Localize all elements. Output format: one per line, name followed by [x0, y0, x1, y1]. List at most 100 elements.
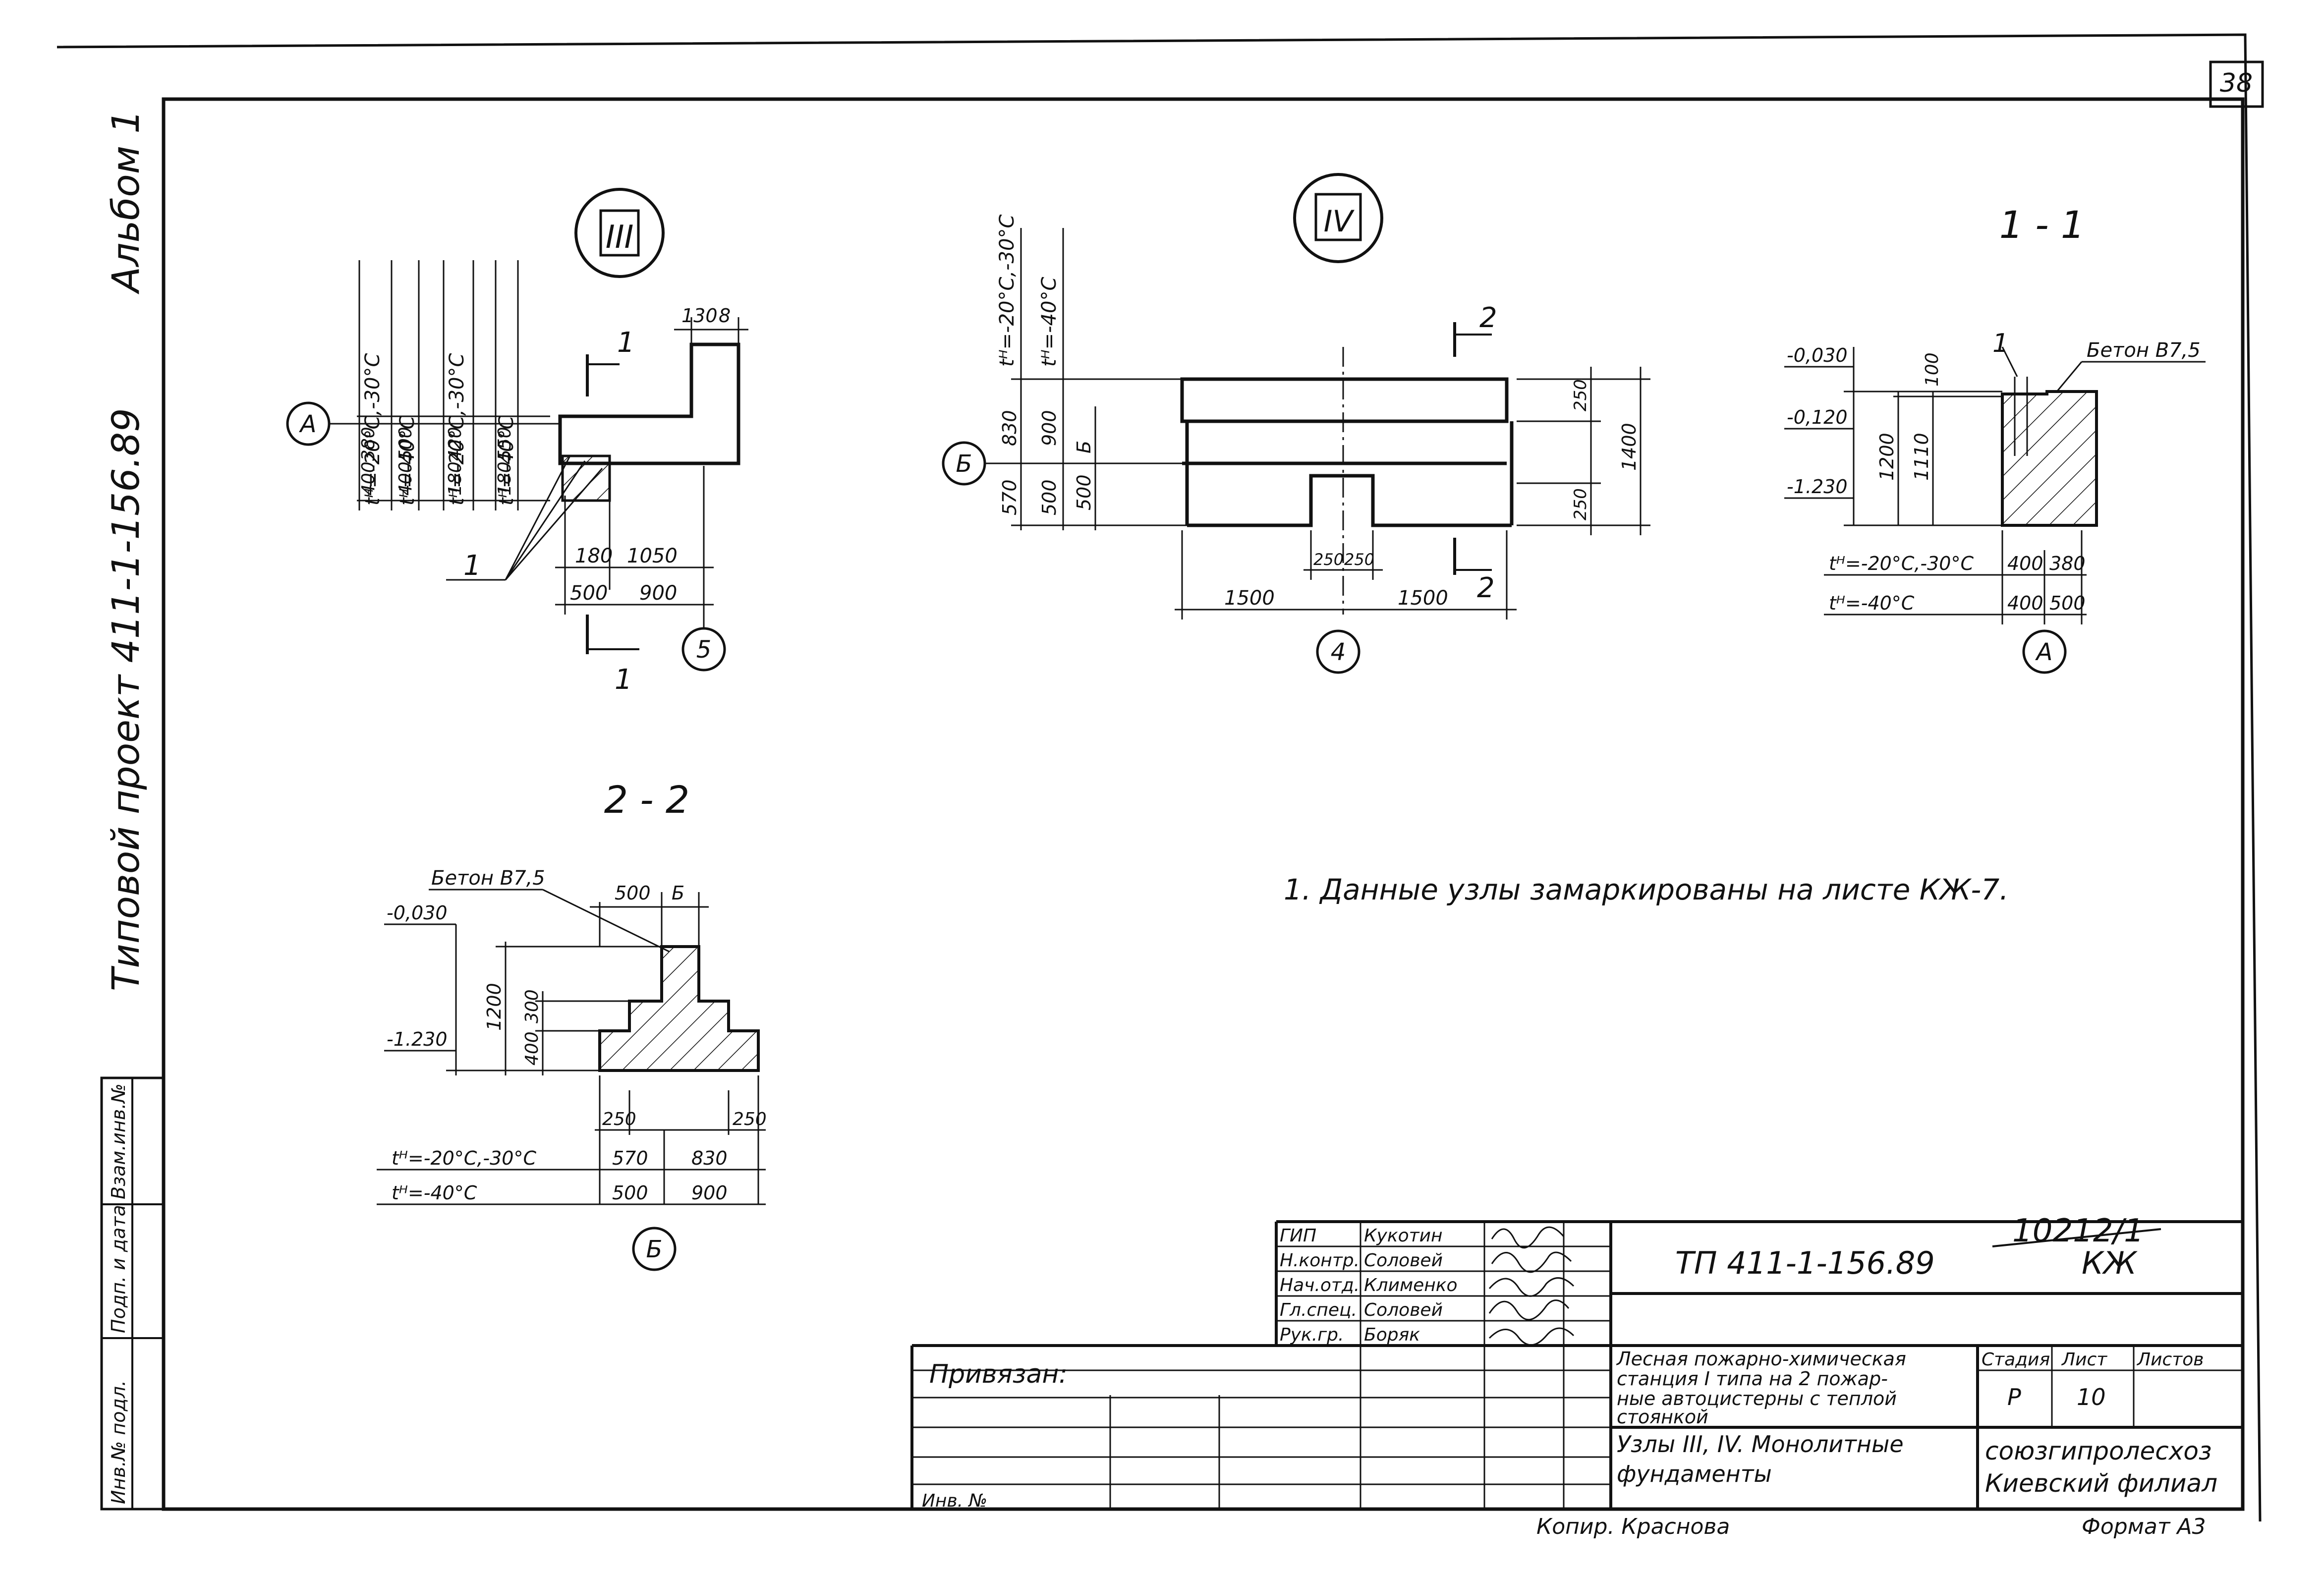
section-2-2-axis-B: Б — [646, 1236, 663, 1263]
node-IV-temp-1: tᴴ=-20°C,-30°C — [996, 215, 1019, 367]
object-name-line: ные автоцистерны с теплой — [1617, 1388, 1897, 1409]
level-mark: -1.230 — [1787, 476, 1848, 498]
org-line: союзгипролесхоз — [1985, 1437, 2212, 1465]
node-IV-dim-1500-right: 1500 — [1398, 587, 1448, 610]
sheet-title-line: фундаменты — [1617, 1461, 1772, 1487]
sheet-title-line: Узлы III, IV. Монолитные — [1617, 1431, 1904, 1458]
node-IV-marker-circle — [1293, 173, 1383, 263]
org-line: Киевский филиал — [1985, 1469, 2217, 1498]
level-mark: -0,030 — [387, 902, 448, 924]
section-1-1-temp-row-2: tᴴ=-40°C — [1829, 592, 1915, 614]
node-IV-dim-1400: 1400 — [1618, 423, 1640, 471]
copied-by: Копир. Краснова — [1536, 1514, 1730, 1539]
section-2-2-temp-row-1: tᴴ=-20°C,-30°C — [392, 1147, 536, 1169]
stamp-inv-no: Инв.№ подл. — [108, 1380, 129, 1504]
title-block: 10212/1 — [910, 1213, 2243, 1539]
axis-B-label: Б — [956, 450, 972, 478]
outer-frame — [57, 33, 2262, 1522]
node-III-temp-3: tᴴ=-20°C,-30°C — [446, 353, 468, 506]
section-2-2-temp-row-2: tᴴ=-40°C — [392, 1182, 477, 1204]
signature-scribbles — [1488, 1226, 1575, 1346]
privyazan-label: Привязан: — [929, 1359, 1068, 1389]
node-IV-section-mark-top: 2 — [1479, 302, 1497, 334]
left-stamp-strip: Инв.№ подл. Подп. и дата Взам.инв.№ — [100, 1076, 165, 1511]
section-1-1-title: 1 - 1 — [1999, 203, 2085, 247]
axis-5-label: 5 — [696, 636, 712, 664]
section-2-2-step-250-right: 250 — [733, 1109, 767, 1129]
section-2-2-axis-B-circle — [632, 1227, 677, 1271]
node-III-marker-circle — [574, 188, 665, 278]
section-2-2-dim-500: 500 — [615, 882, 651, 904]
level-mark: -0,120 — [1787, 406, 1848, 428]
role-name: Кукотин — [1364, 1226, 1443, 1246]
note-text: 1. Данные узлы замаркированы на листе КЖ… — [1284, 873, 2009, 906]
node-III-dim-1050: 1050 — [627, 545, 678, 567]
role-label: Рук.гр. — [1280, 1325, 1344, 1345]
stage-value: Р — [2007, 1384, 2021, 1410]
role-name: Клименко — [1364, 1275, 1458, 1295]
level-mark: -1.230 — [387, 1028, 448, 1050]
section-2-2-dim-1200: 1200 — [483, 983, 505, 1031]
node-IV-dim-250-top: 250 — [1571, 379, 1590, 411]
node-III-dim-900: 900 — [639, 582, 677, 605]
section-1-1-dim-1110: 1110 — [1911, 433, 1932, 481]
sheet-number-box — [2209, 60, 2264, 108]
node-IV-dim-250-bottom: 250 — [1571, 488, 1590, 520]
section-2-2-concrete: Бетон В7,5 — [431, 867, 545, 890]
role-label: Нач.отд. — [1280, 1275, 1360, 1295]
section-1-1-callout: 1 — [1992, 329, 2009, 358]
sheet-value: 10 — [2077, 1384, 2106, 1410]
node-IV-dim-1500-left: 1500 — [1224, 587, 1275, 610]
node-III-section-mark-top: 1 — [617, 327, 635, 359]
role-label: ГИП — [1280, 1226, 1316, 1246]
section-1-1-concrete: Бетон В7,5 — [2087, 339, 2201, 362]
section-1-1-row1-b: 380 — [2049, 553, 2086, 574]
role-name: Соловей — [1364, 1300, 1443, 1320]
node-III-temp-2: tᴴ=-40°C — [396, 416, 419, 506]
object-name-line: Лесная пожарно-химическая — [1616, 1348, 1906, 1370]
album-label: Альбом 1 — [104, 110, 148, 295]
node-III-dim-8: 8 — [719, 305, 731, 327]
stage-label: Стадия — [1982, 1350, 2050, 1370]
section-1-1-dim-100: 100 — [1922, 352, 1942, 387]
section-2-2-dim-B: Б — [672, 882, 684, 904]
node-IV-temp-2: tᴴ=-40°C — [1038, 277, 1061, 367]
role-label: Н.контр. — [1280, 1250, 1360, 1271]
node-III-section-mark-bottom: 1 — [615, 664, 632, 696]
inner-frame — [162, 97, 2245, 1511]
node-III-dim: 400 — [358, 461, 379, 496]
node-III-marker: III — [606, 219, 634, 256]
section-1-1: 1 - 1 Бетон В7,5 1 -0,030 -0,120 -1.230 … — [1784, 203, 2206, 674]
node-IV-dim: Б — [1073, 441, 1095, 453]
project-code: ТП 411-1-156.89 — [1675, 1245, 1935, 1281]
role-name: Боряк — [1364, 1325, 1420, 1345]
project-label: Типовой проект 411-1-156.89 — [104, 408, 148, 991]
stamp-sign-date: Подп. и дата — [108, 1205, 129, 1333]
axis-A-label: А — [299, 410, 317, 438]
section-1-1-row2-a: 400 — [2007, 592, 2043, 614]
document-mark: КЖ — [2082, 1245, 2138, 1281]
node-III-dim: 550 — [495, 427, 515, 461]
node-III-dim: 420 — [445, 427, 465, 461]
sheet-label: Лист — [2061, 1350, 2107, 1370]
node-III-dim: 180 — [445, 461, 465, 496]
role-label: Гл.спец. — [1280, 1300, 1357, 1320]
axis-4-circle — [1316, 629, 1360, 674]
node-III-dim: 180 — [495, 461, 515, 496]
sheets-label: Листов — [2136, 1350, 2204, 1370]
section-2-2-row2-b: 900 — [691, 1182, 728, 1204]
object-name-line: стоянкой — [1617, 1406, 1708, 1428]
section-2-2-step-250-left: 250 — [602, 1109, 636, 1129]
node-IV-marker: IV — [1324, 204, 1355, 239]
node-IV-section-mark-bottom: 2 — [1477, 572, 1495, 604]
section-1-1-temp-row-1: tᴴ=-20°C,-30°C — [1829, 553, 1974, 574]
node-IV-detail: IV tᴴ=-20°C,-30°C tᴴ=-40°C 830 900 570 5… — [942, 173, 1650, 674]
axis-5-circle — [681, 627, 726, 672]
section-1-1-row1-a: 400 — [2007, 553, 2043, 574]
role-name: Соловей — [1364, 1250, 1443, 1271]
node-IV-dim: 830 — [999, 410, 1020, 446]
format-label: Формат А3 — [2082, 1514, 2206, 1539]
node-III-dim: 380 — [358, 427, 379, 461]
level-mark: -0,030 — [1787, 344, 1848, 366]
